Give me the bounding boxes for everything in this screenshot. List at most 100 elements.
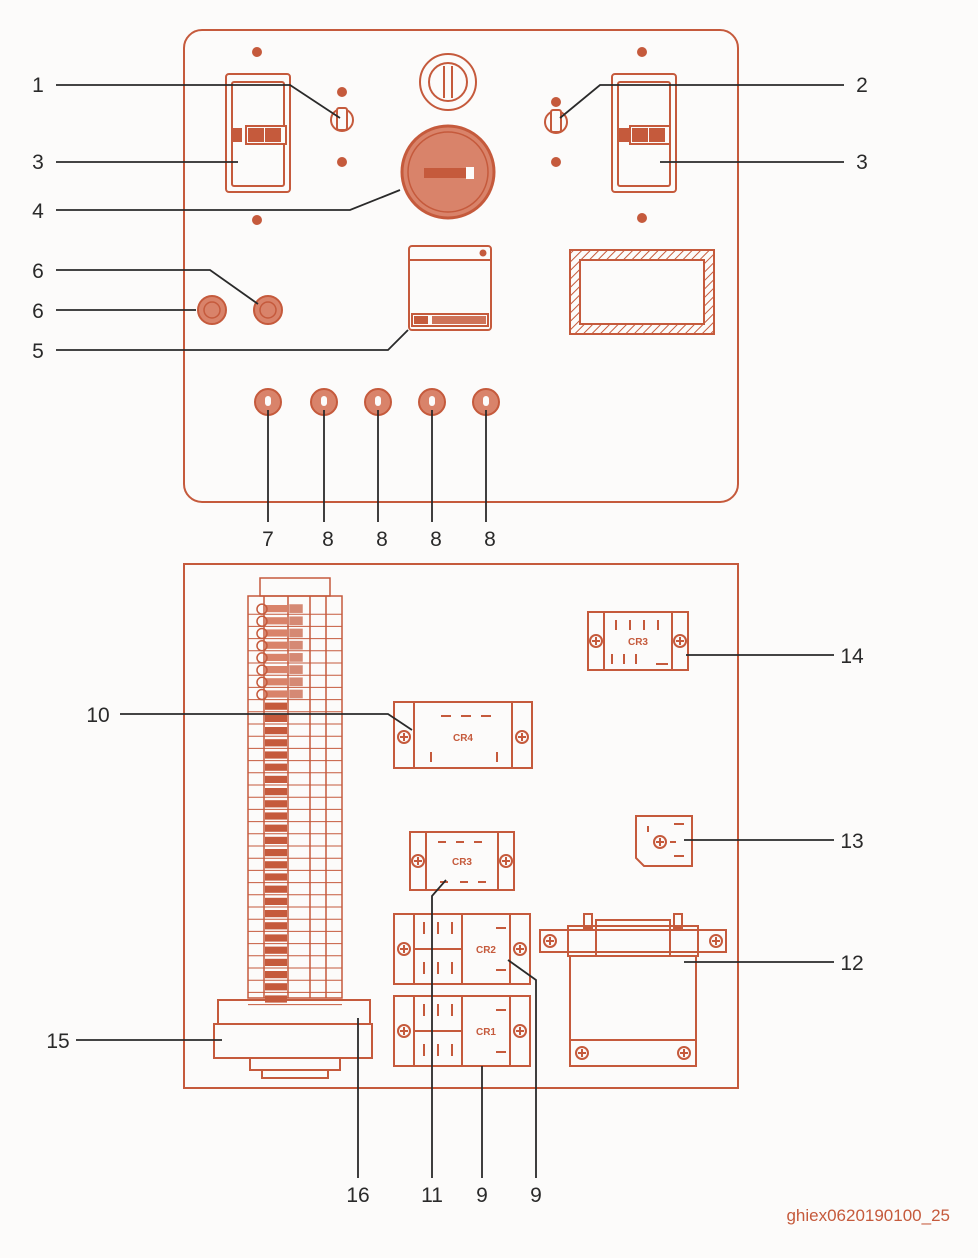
terminal-wire-loop <box>256 639 268 652</box>
terminal-tab <box>265 702 287 710</box>
relay-cr1-label: CR1 <box>476 1027 496 1038</box>
relay-cr2-label: CR2 <box>476 945 496 956</box>
callout-8d: 8 <box>484 528 496 551</box>
terminal-wire-loop <box>256 603 268 615</box>
emergency-stop-button <box>400 124 496 220</box>
relay-cr4-label: CR4 <box>453 733 473 744</box>
terminal-tab <box>265 800 287 808</box>
terminal-tab <box>265 751 287 759</box>
relay-cr3-top: CR3 <box>587 611 689 671</box>
callout-5: 5 <box>32 340 44 363</box>
terminal-tab <box>265 739 287 747</box>
callout-8a: 8 <box>322 528 334 551</box>
callout-3-right: 3 <box>856 151 868 174</box>
terminal-wire-loop <box>256 652 268 664</box>
callout-6-top: 6 <box>32 260 44 283</box>
door-panel <box>183 29 739 503</box>
viewing-window <box>569 249 715 335</box>
leader-lines-top <box>56 84 844 522</box>
leader-lines-bottom <box>76 654 834 1178</box>
pilot-light-2 <box>253 295 283 325</box>
callout-8b: 8 <box>376 528 388 551</box>
terminal-screw <box>289 665 303 674</box>
terminal-screw <box>289 689 303 699</box>
callout-10: 10 <box>86 704 109 727</box>
terminal-tab <box>265 885 287 893</box>
toggle-switch-left <box>330 87 354 167</box>
terminal-tab <box>265 971 287 979</box>
callout-14: 14 <box>840 645 864 668</box>
callout-11: 11 <box>421 1184 443 1207</box>
callout-13: 13 <box>840 830 863 853</box>
callout-7: 7 <box>262 528 274 551</box>
terminal-tab <box>265 836 287 844</box>
relay-cr3-mid-label: CR3 <box>452 857 472 868</box>
terminal-tab <box>265 653 287 661</box>
terminal-tab <box>265 812 287 820</box>
terminal-tab <box>265 861 287 869</box>
document-id: ghiex0620190100_25 <box>786 1206 950 1225</box>
callout-3-left: 3 <box>32 151 44 174</box>
terminal-tab <box>265 958 287 966</box>
terminal-tab <box>265 849 287 857</box>
door-panel-outline <box>183 29 739 503</box>
terminal-tab <box>265 666 287 674</box>
terminal-screw <box>289 653 303 662</box>
terminal-tab <box>265 897 287 905</box>
terminal-wire-loop <box>256 676 268 689</box>
terminal-tab <box>265 714 287 722</box>
callout-15: 15 <box>46 1030 69 1053</box>
terminal-wire-loop <box>256 627 268 640</box>
callout-1: 1 <box>32 74 44 97</box>
callout-16: 16 <box>346 1184 369 1207</box>
terminal-tab <box>265 934 287 942</box>
terminal-screw <box>289 604 303 613</box>
callout-2: 2 <box>856 74 868 97</box>
fuse-holder <box>635 815 693 867</box>
callout-6-bottom: 6 <box>32 300 44 323</box>
terminal-tab <box>265 873 287 881</box>
terminal-tab <box>265 763 287 771</box>
terminal-tab <box>265 629 287 637</box>
relay-cr3-mid: CR3 <box>409 831 515 891</box>
terminal-screw <box>289 677 303 687</box>
terminal-screw <box>289 628 303 638</box>
terminal-tab <box>265 727 287 735</box>
callout-9b: 9 <box>530 1184 542 1207</box>
relay-cr3-top-label: CR3 <box>628 637 648 648</box>
terminal-tab <box>265 910 287 918</box>
terminal-screw <box>289 640 303 650</box>
terminal-tab <box>265 788 287 796</box>
relay-cr4: CR4 <box>393 701 533 769</box>
terminal-wire-loop <box>256 615 268 628</box>
terminal-screw <box>289 616 303 626</box>
controller-display <box>408 245 492 331</box>
terminal-tab <box>265 775 287 783</box>
rotary-knob <box>419 53 477 111</box>
terminal-strip <box>247 577 343 1006</box>
circuit-breaker-left <box>225 47 291 225</box>
relay-cr2: CR2 <box>393 913 531 985</box>
terminal-tab <box>265 946 287 954</box>
circuit-breaker-right <box>611 47 677 223</box>
callout-12: 12 <box>840 952 863 975</box>
terminal-tab <box>265 824 287 832</box>
sub-panel-outline <box>183 563 739 1089</box>
terminal-wire-loop <box>256 688 268 701</box>
relay-cr1: CR1 <box>393 995 531 1067</box>
terminal-wire-loop <box>256 664 268 676</box>
callout-9a: 9 <box>476 1184 488 1207</box>
terminal-tab <box>265 678 287 686</box>
toggle-switch-right <box>544 97 568 167</box>
indicator-button-7 <box>254 388 282 416</box>
terminal-tab <box>265 641 287 649</box>
pilot-light-1 <box>197 295 227 325</box>
terminal-tab <box>265 983 287 991</box>
callout-labels: 1 2 3 3 4 6 6 5 7 8 8 8 8 10 14 13 12 15… <box>32 74 868 1207</box>
transformer <box>539 913 727 1067</box>
terminal-tab <box>265 605 287 613</box>
terminal-tab <box>265 690 287 698</box>
callout-8c: 8 <box>430 528 442 551</box>
